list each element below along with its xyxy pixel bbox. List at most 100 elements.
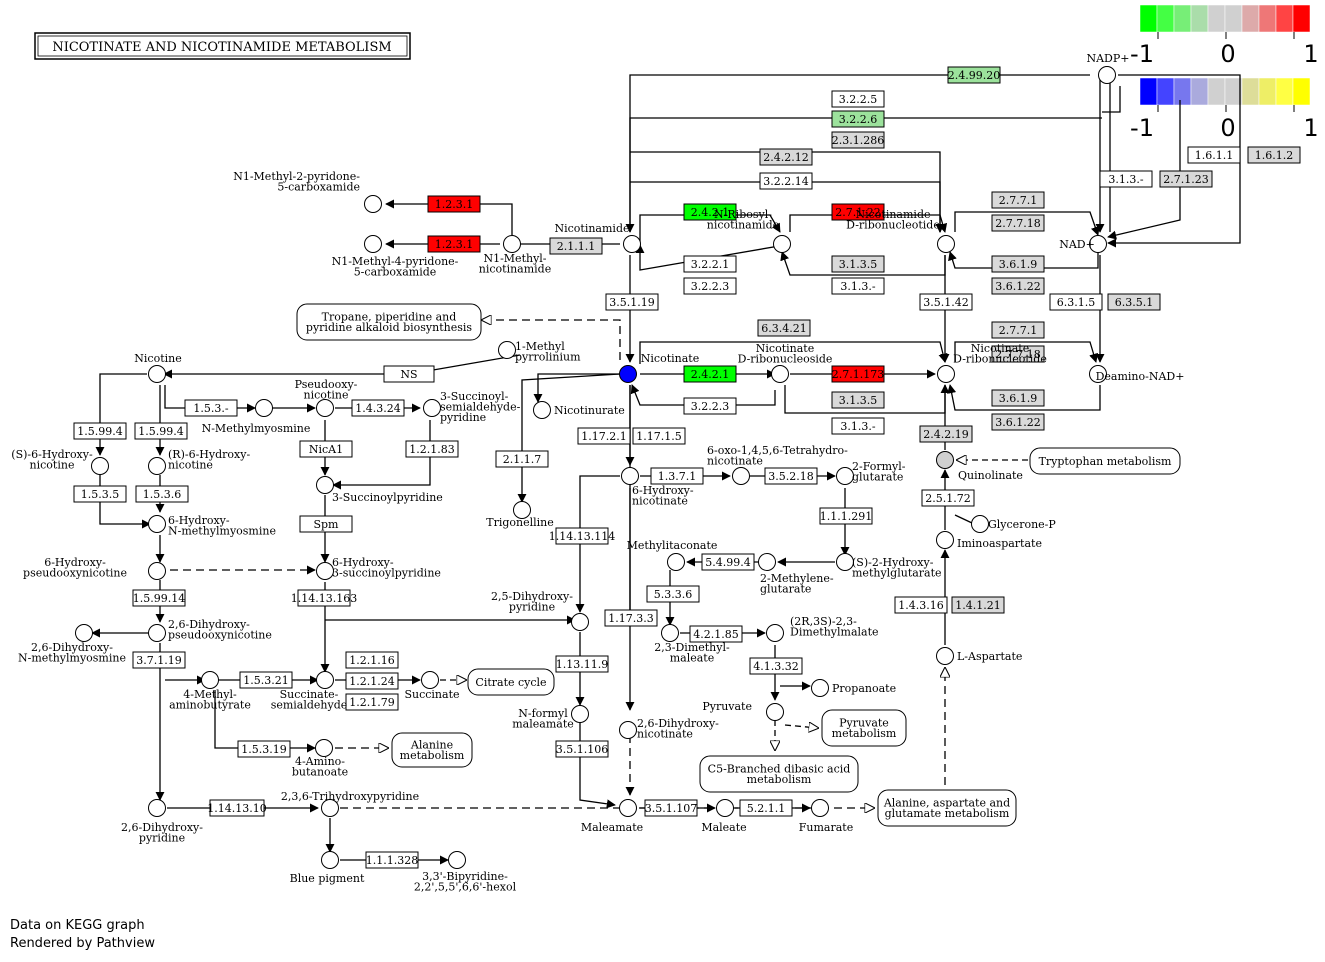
enzyme-box[interactable]: 2.4.2.12 bbox=[759, 148, 813, 166]
enzyme-box[interactable]: 1.4.1.21 bbox=[951, 596, 1005, 614]
enzyme-box[interactable]: 5.2.1.1 bbox=[739, 799, 793, 817]
enzyme-box[interactable]: 1.5.3.19 bbox=[237, 740, 291, 758]
enzyme-box[interactable]: 6.3.1.5 bbox=[1049, 293, 1103, 311]
compound-node[interactable]: Nicotinate bbox=[619, 352, 700, 383]
enzyme-box[interactable]: 2.1.1.1 bbox=[549, 237, 603, 255]
compound-node[interactable]: (S)-6-Hydroxy-nicotine bbox=[11, 448, 109, 475]
enzyme-box[interactable]: 1.1.1.291 bbox=[819, 507, 873, 525]
enzyme-box[interactable]: 1.2.1.24 bbox=[345, 672, 399, 690]
enzyme-box[interactable]: 1.4.3.16 bbox=[894, 596, 948, 614]
compound-node[interactable]: NAD+ bbox=[1059, 235, 1107, 253]
compound-node[interactable]: N1-Methyl-4-pyridone-5-carboxamide bbox=[332, 235, 459, 279]
compound-node[interactable]: 2,6-Dihydroxy-pyridine bbox=[121, 799, 203, 845]
enzyme-box[interactable]: 3.5.2.18 bbox=[764, 467, 818, 485]
enzyme-box[interactable]: 1.14.13.163 bbox=[291, 589, 357, 607]
enzyme-box[interactable]: 1.2.1.79 bbox=[345, 693, 399, 711]
enzyme-box[interactable]: 2.5.1.72 bbox=[921, 489, 975, 507]
enzyme-box[interactable]: 5.4.99.4 bbox=[701, 553, 755, 571]
compound-node[interactable]: (2R,3S)-2,3-Dimethylmalate bbox=[766, 615, 879, 642]
pathway-map-node[interactable]: Tryptophan metabolism bbox=[1029, 447, 1181, 475]
compound-node[interactable]: N-Methylmyosmine bbox=[202, 399, 311, 436]
compound-node[interactable]: Maleamate bbox=[581, 799, 643, 835]
enzyme-box[interactable]: 1.4.3.24 bbox=[351, 399, 405, 417]
enzyme-box[interactable]: 1.6.1.2 bbox=[1247, 146, 1301, 164]
enzyme-box[interactable]: 1.2.1.83 bbox=[405, 440, 459, 458]
enzyme-box[interactable]: 1.17.1.5 bbox=[632, 427, 686, 445]
enzyme-box[interactable]: 3.5.1.106 bbox=[555, 740, 609, 758]
compound-node[interactable]: Deamino-NAD+ bbox=[1089, 365, 1185, 384]
enzyme-box[interactable]: 3.6.1.22 bbox=[991, 277, 1045, 295]
enzyme-box[interactable]: 6.3.5.1 bbox=[1107, 293, 1161, 311]
compound-node[interactable]: 6-oxo-1,4,5,6-Tetrahydro-nicotinate bbox=[707, 444, 848, 485]
enzyme-box[interactable]: 2.7.1.23 bbox=[1159, 170, 1213, 188]
compound-node[interactable]: 4-Amino-butanoate bbox=[292, 739, 348, 779]
compound-node[interactable]: (S)-2-Hydroxy-methylglutarate bbox=[836, 553, 942, 580]
enzyme-box[interactable]: 4.1.3.32 bbox=[749, 657, 803, 675]
enzyme-box[interactable]: 2.7.1.22 bbox=[831, 203, 885, 221]
compound-node[interactable]: Trigonelline bbox=[486, 501, 554, 530]
enzyme-box[interactable]: 2.4.99.20 bbox=[947, 66, 1001, 84]
compound-node[interactable]: 2-Methylene-glutarate bbox=[758, 553, 834, 596]
pathway-map-node[interactable]: Citrate cycle bbox=[467, 668, 555, 696]
enzyme-box[interactable]: 1.2.3.1 bbox=[427, 195, 481, 213]
compound-node[interactable]: 4-Methyl-aminobutyrate bbox=[169, 671, 251, 712]
enzyme-box[interactable]: 2.7.7.18 bbox=[991, 214, 1045, 232]
compound-node[interactable]: Nicotinurate bbox=[533, 401, 625, 419]
compound-node[interactable]: Blue pigment bbox=[290, 851, 365, 886]
enzyme-box[interactable]: 3.1.3.- bbox=[831, 277, 885, 295]
enzyme-box[interactable]: 3.1.3.5 bbox=[831, 391, 885, 409]
compound-node[interactable]: Glycerone-P bbox=[971, 515, 1057, 533]
enzyme-box[interactable]: 1.5.99.14 bbox=[132, 589, 186, 607]
enzyme-box[interactable]: 1.5.3.5 bbox=[73, 485, 127, 503]
compound-node[interactable]: NADP+ bbox=[1086, 52, 1130, 84]
compound-node[interactable]: 3-Succinoyl-semialdehyde-pyridine bbox=[423, 390, 521, 424]
compound-node[interactable]: 3-Succinoylpyridine bbox=[316, 476, 443, 505]
enzyme-box[interactable]: 2.7.7.1 bbox=[991, 191, 1045, 209]
enzyme-box[interactable]: 5.3.3.6 bbox=[646, 585, 700, 603]
compound-node[interactable]: N1-Methyl-2-pyridone-5-carboxamide bbox=[233, 170, 382, 213]
enzyme-box[interactable]: 3.1.3.5 bbox=[831, 255, 885, 273]
enzyme-box[interactable]: 1.14.13.114 bbox=[549, 527, 615, 545]
enzyme-box[interactable]: 3.1.3.- bbox=[831, 417, 885, 435]
enzyme-box[interactable]: 3.5.1.107 bbox=[644, 799, 698, 817]
compound-node[interactable]: 2,6-Dihydroxy-pseudooxynicotine bbox=[148, 618, 272, 642]
compound-node[interactable]: 6-Hydroxy-pseudooxynicotine bbox=[23, 556, 166, 580]
compound-node[interactable]: Nicotine bbox=[134, 352, 182, 383]
compound-node[interactable]: 2,6-Dihydroxy-N-methylmyosmine bbox=[18, 624, 126, 665]
enzyme-box[interactable]: 1.2.3.1 bbox=[427, 235, 481, 253]
compound-node[interactable]: Iminoaspartate bbox=[936, 531, 1042, 551]
enzyme-box[interactable]: 3.2.2.14 bbox=[759, 172, 813, 190]
enzyme-box[interactable]: 3.6.1.9 bbox=[991, 389, 1045, 407]
enzyme-box[interactable]: 1.2.1.16 bbox=[345, 651, 399, 669]
enzyme-box[interactable]: 3.5.1.42 bbox=[919, 293, 973, 311]
compound-node[interactable]: 2-Formyl-glutarate bbox=[836, 460, 906, 485]
enzyme-box[interactable]: 2.7.7.1 bbox=[991, 321, 1045, 339]
compound-node[interactable]: Quinolinate bbox=[936, 451, 1023, 483]
compound-node[interactable]: Nicotinamide bbox=[554, 222, 641, 253]
compound-node[interactable]: N-Ribosyl-nicotinamide bbox=[707, 208, 791, 253]
enzyme-box[interactable]: 1.6.1.1 bbox=[1187, 146, 1241, 164]
enzyme-box[interactable]: 1.1.1.328 bbox=[365, 851, 419, 869]
enzyme-box[interactable]: 3.2.2.5 bbox=[831, 90, 885, 108]
enzyme-box[interactable]: 2.7.7.18 bbox=[991, 345, 1045, 363]
compound-node[interactable]: Succinate bbox=[404, 671, 460, 702]
enzyme-box[interactable]: 2.4.2.1 bbox=[683, 203, 737, 221]
compound-node[interactable]: Succinate-semialdehyde bbox=[271, 671, 348, 712]
enzyme-box[interactable]: 2.7.1.173 bbox=[831, 365, 885, 383]
enzyme-box[interactable]: 1.5.99.4 bbox=[134, 422, 188, 440]
compound-node[interactable]: Methylitaconate bbox=[627, 539, 718, 571]
enzyme-box[interactable]: 3.5.1.19 bbox=[605, 293, 659, 311]
enzyme-box[interactable]: 2.3.1.286 bbox=[831, 131, 885, 149]
enzyme-box[interactable]: 1.14.13.10 bbox=[207, 799, 267, 817]
enzyme-box[interactable]: 2.4.2.1 bbox=[683, 365, 737, 383]
compound-node[interactable]: Maleate bbox=[701, 799, 747, 835]
enzyme-box[interactable]: 3.2.2.6 bbox=[831, 110, 885, 128]
compound-node[interactable]: (R)-6-Hydroxy-nicotine bbox=[148, 448, 251, 475]
enzyme-box[interactable]: 3.1.3.- bbox=[1099, 170, 1153, 188]
